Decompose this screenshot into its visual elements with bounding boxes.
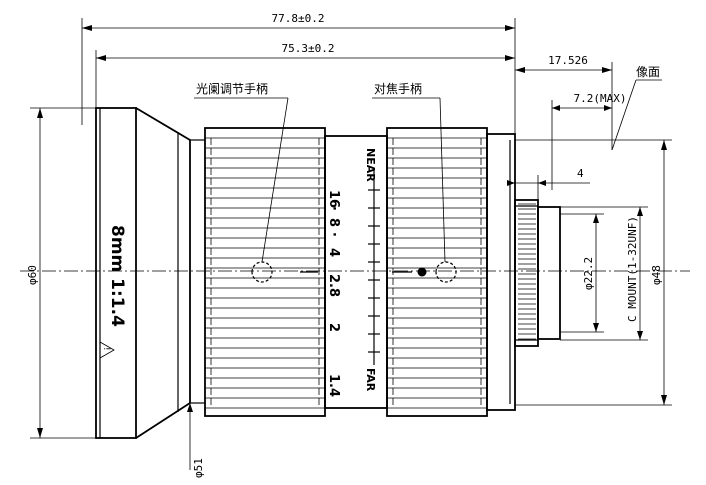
aperture-scale-value: 2.8 [326,274,341,297]
svg-text:!: ! [101,347,111,351]
aperture-scale-value: 16 [326,190,341,208]
focus-index-dot [417,267,427,277]
aperture-scale-value: · [326,232,341,237]
image-plane-leader [611,79,637,151]
aperture-scale-value: · [326,206,341,211]
body-diameter-label: φ48 [650,265,663,285]
aperture-scale-value: 4 [326,248,341,257]
iris-ring [204,127,326,417]
front-hood [95,107,205,439]
rear-barrel [486,133,516,411]
front-inner-diameter-label: φ51 [192,458,205,478]
focus-handle-callout: 对焦手柄 [372,82,446,263]
image-plane-label: 像面 [636,65,660,79]
body-length-label: 75.3±0.2 [282,42,335,55]
mount-length-label: 4 [577,167,584,180]
aperture-scale-value: 2 [326,323,341,332]
front-diameter-label: φ60 [26,265,39,285]
svg-text:对焦手柄: 对焦手柄 [374,82,422,96]
warning-icon: ! [99,341,115,359]
mount-thread-label: C MOUNT(1-32UNF) [626,216,639,322]
iris-handle-knob [251,261,273,283]
focus-far-label: FAR [364,368,377,392]
flange-distance-label: 17.526 [548,54,588,67]
iris-handle-callout: 光阑调节手柄 [194,81,289,263]
aperture-scale-value: 8 [326,218,341,227]
focus-near-label: NEAR [364,148,377,182]
overall-length-label: 77.8±0.2 [272,12,325,25]
lens-spec-label: 8mm 1:1.4 [107,225,127,327]
rear-diameter-label: φ22.2 [582,257,595,290]
aperture-scale: 16·8·42.821.4 [326,190,341,397]
max-protrusion-label: 7.2(MAX) [574,92,627,105]
aperture-scale-value: 1.4 [326,374,341,397]
svg-text:光阑调节手柄: 光阑调节手柄 [196,81,268,96]
focus-handle-knob [435,261,457,283]
c-mount-thread [514,199,561,347]
